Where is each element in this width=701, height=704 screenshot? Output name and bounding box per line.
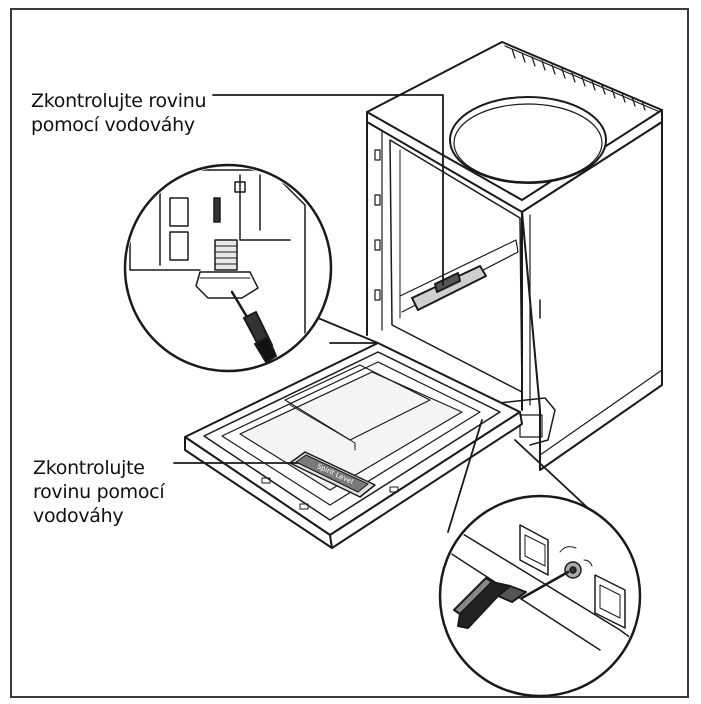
callout-bottom-line3: vodováhy <box>33 505 124 527</box>
dishwasher-door <box>184 342 523 549</box>
callout-top-line2: pomocí vodováhy <box>31 114 195 136</box>
callout-bottom-line1: Zkontrolujte <box>33 457 145 479</box>
dishwasher-body <box>366 41 663 471</box>
screwdriver-icon <box>230 290 277 363</box>
callout-top-text: Zkontrolujte rovinu pomocí vodováhy <box>31 89 206 137</box>
callout-top-line1: Zkontrolujte rovinu <box>31 90 207 112</box>
callout-leader-top <box>212 94 444 286</box>
spirit-level-icon <box>289 451 376 498</box>
spirit-level-icon <box>411 265 487 311</box>
callout-bottom-text: Zkontrolujte rovinu pomocí vodováhy <box>33 456 165 528</box>
zoom-circle-hinge <box>438 419 642 698</box>
callout-bottom-line2: rovinu pomocí <box>33 481 165 503</box>
zoom-circle-foot <box>123 163 379 373</box>
screwdriver-icon <box>453 570 570 629</box>
